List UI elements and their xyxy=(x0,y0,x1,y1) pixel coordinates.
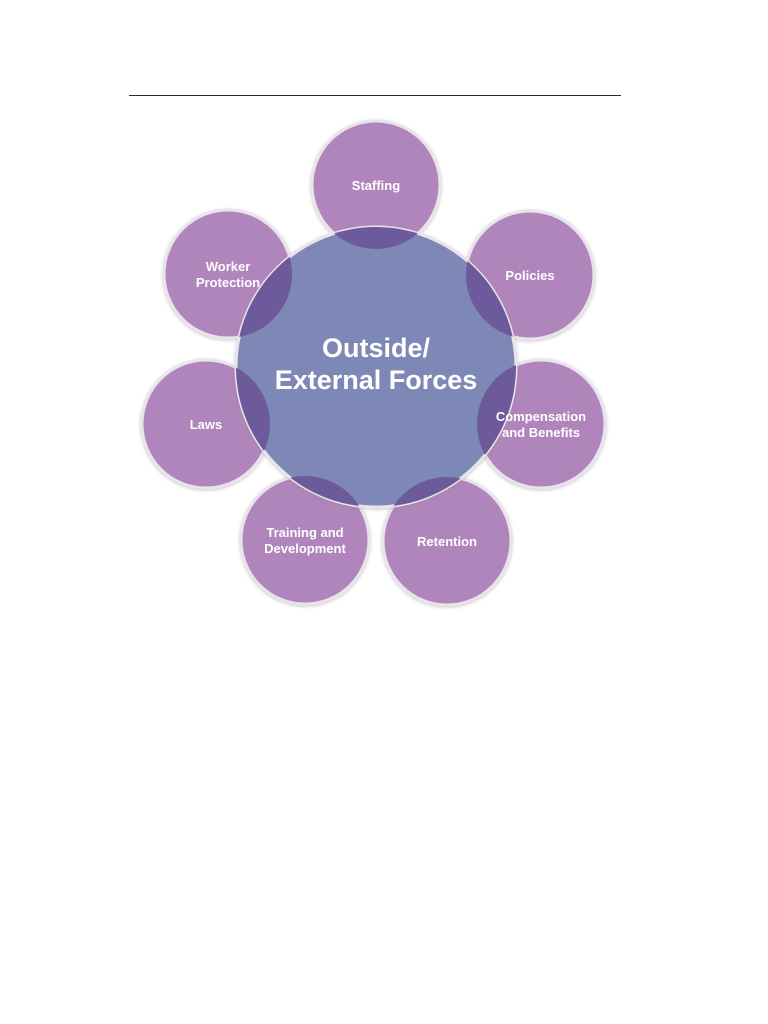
node-label-laws: Laws xyxy=(190,417,223,432)
node-label-training-and-development-line-1: Training and xyxy=(266,525,343,540)
node-label-training-and-development-line-2: Development xyxy=(264,541,346,556)
top-rule xyxy=(129,95,621,96)
node-label-worker-protection-line-1: Worker xyxy=(206,259,251,274)
center-label-line-1: Outside/ xyxy=(322,333,431,363)
center-label-line-2: External Forces xyxy=(275,365,478,395)
node-label-retention: Retention xyxy=(417,534,477,549)
node-label-policies: Policies xyxy=(505,268,554,283)
node-label-compensation-and-benefits-line-2: and Benefits xyxy=(502,425,580,440)
node-label-worker-protection-line-2: Protection xyxy=(196,275,260,290)
node-label-staffing: Staffing xyxy=(352,178,400,193)
node-label-compensation-and-benefits-line-1: Compensation xyxy=(496,409,586,424)
